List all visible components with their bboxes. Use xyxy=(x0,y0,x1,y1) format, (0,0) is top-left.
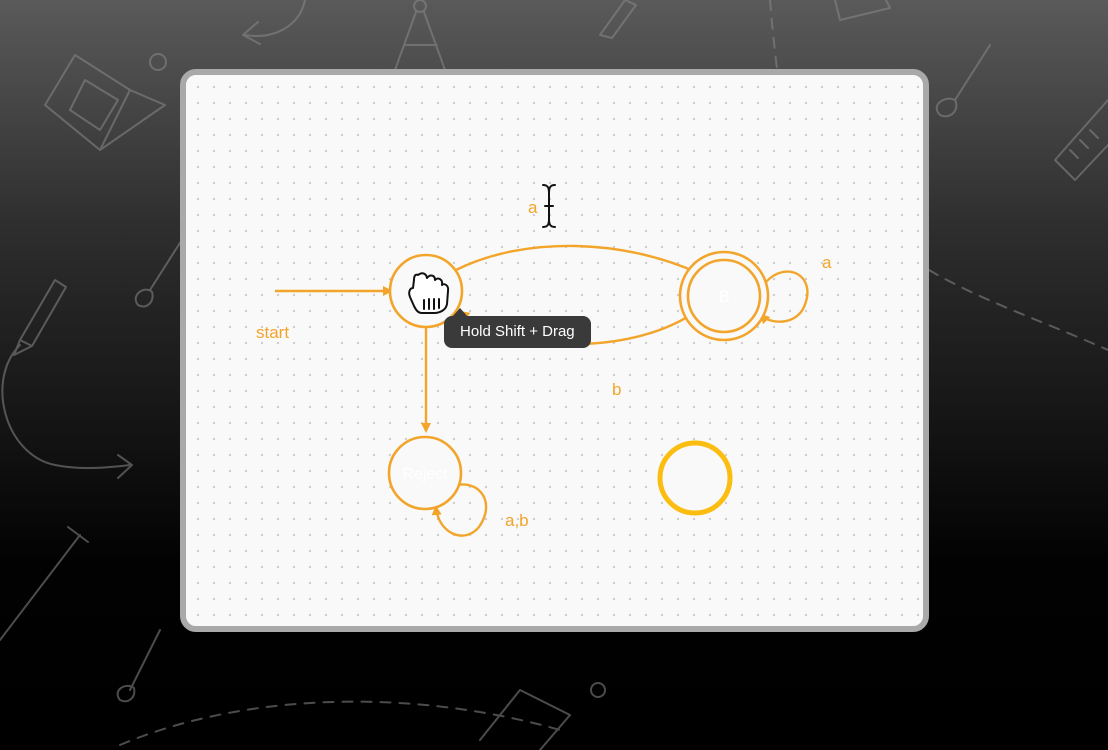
start-label: start xyxy=(256,323,289,342)
state-new-highlighted[interactable] xyxy=(657,440,733,516)
sweeping-arrow-doodle-icon xyxy=(1,344,133,479)
brush-bottom-doodle-icon xyxy=(116,629,161,703)
state-trap[interactable] xyxy=(387,435,463,511)
pencil-left-doodle-icon xyxy=(13,279,67,356)
compass-doodle-icon xyxy=(394,0,446,71)
shift-drag-tooltip: Hold Shift + Drag xyxy=(444,308,591,348)
state-trap-label: Reject xyxy=(402,466,448,483)
self-loop-label-b[interactable]: a xyxy=(822,253,832,272)
self-loop-b[interactable] xyxy=(759,270,809,325)
brush-doodle-icon xyxy=(935,44,991,118)
tooltip-arrow xyxy=(452,308,468,317)
ruler-doodle-icon xyxy=(834,0,891,21)
pen-bottom-doodle-icon xyxy=(0,526,89,641)
transition-q0-to-b[interactable] xyxy=(455,244,700,275)
brush-left-doodle-icon xyxy=(134,234,186,308)
curved-arrow-doodle-icon xyxy=(242,0,306,45)
pencil-doodle-icon xyxy=(599,0,637,39)
tooltip-text: Hold Shift + Drag xyxy=(460,323,575,340)
self-loop-trap[interactable] xyxy=(431,483,488,537)
automaton-diagram[interactable]: start a b a B a,b Reject xyxy=(186,75,923,626)
laptop-doodle-icon xyxy=(44,53,167,151)
book-bottom-doodle-icon xyxy=(479,682,606,750)
diagram-canvas[interactable]: start a b a B a,b Reject xyxy=(180,69,929,632)
i-beam-cursor-icon xyxy=(542,184,556,228)
state-b-inner[interactable] xyxy=(686,258,762,334)
self-loop-label-trap[interactable]: a,b xyxy=(505,511,529,530)
transition-label-b-to-q0[interactable]: b xyxy=(612,380,621,399)
grab-hand-icon xyxy=(408,272,450,314)
transition-label-q0-to-b[interactable]: a xyxy=(528,198,538,217)
state-b-label: B xyxy=(718,287,729,306)
ruler-right-doodle-icon xyxy=(1054,99,1108,181)
